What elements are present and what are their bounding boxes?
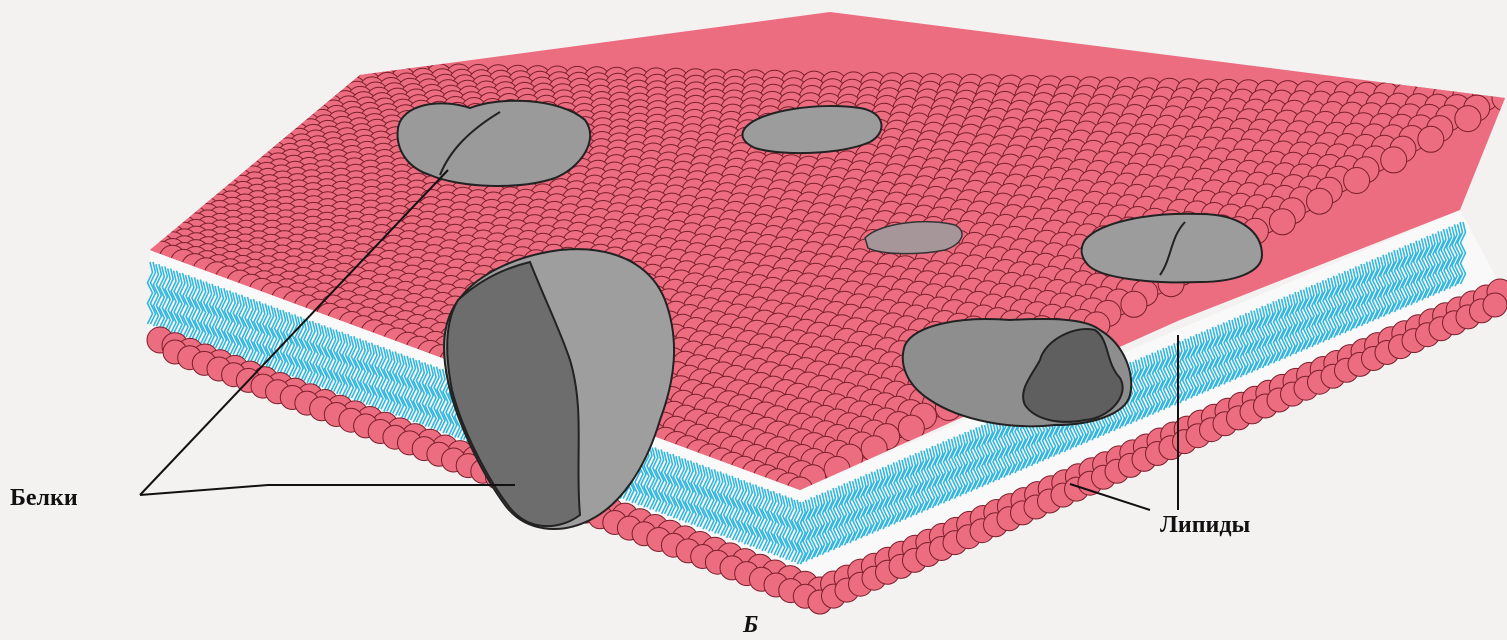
proteins-label: Белки	[10, 485, 78, 512]
figure-letter-label: Б	[743, 612, 758, 639]
protein-top-left	[398, 101, 591, 186]
lipids-label: Липиды	[1160, 512, 1250, 539]
